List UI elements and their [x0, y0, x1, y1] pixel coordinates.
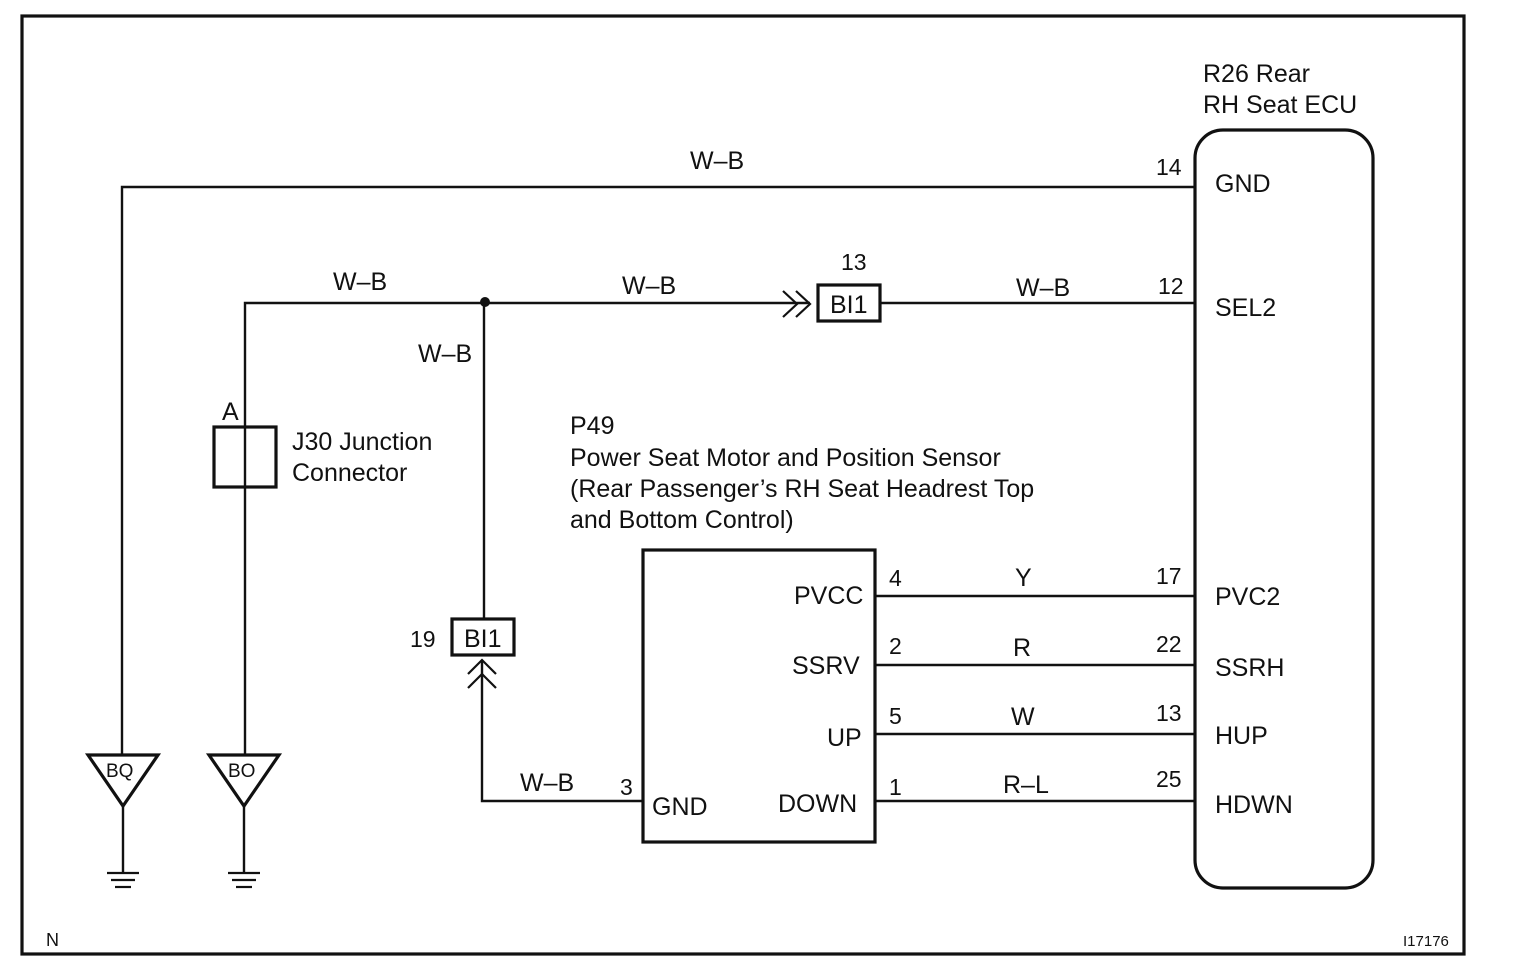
connector-upper-bi1: [816, 283, 882, 323]
motor-pin-gnd: 3: [620, 774, 633, 800]
motor-desc-line1: Power Seat Motor and Position Sensor: [570, 444, 1001, 472]
motor-pin-pvcc: 4: [889, 565, 902, 591]
connector-lower-label: BI1: [464, 625, 502, 653]
ecu-pin-gnd: 14: [1156, 154, 1182, 180]
wire-motor-gnd: [480, 660, 643, 803]
figure-id: I17176: [1403, 933, 1449, 950]
junction-connector-j30: [212, 425, 278, 489]
ecu-terminal-pvc2: PVC2: [1215, 583, 1280, 611]
wire-color-pvcc: Y: [1015, 564, 1032, 592]
connector-upper-arrow-2: [795, 290, 812, 318]
ecu-pin-ssrh: 22: [1156, 631, 1182, 657]
connector-upper-arrow: [782, 290, 799, 318]
ground-bq-label: BQ: [106, 761, 133, 782]
ecu-pin-pvc2: 17: [1156, 563, 1182, 589]
ground-bq-symbol: [84, 753, 162, 809]
motor-pin-down: 1: [889, 774, 902, 800]
ecu-pin-sel2: 12: [1158, 273, 1184, 299]
wire-color-vertical: W–B: [418, 340, 472, 368]
connector-upper-label: BI1: [830, 291, 868, 319]
wire-ecu-gnd: [120, 185, 1195, 755]
motor-terminal-pvcc: PVCC: [794, 582, 863, 610]
wire-color-down: R–L: [1003, 771, 1049, 799]
ecu-pin-hup: 13: [1156, 700, 1182, 726]
wire-color-sel-right: W–B: [1016, 274, 1070, 302]
wire-sel-left: [243, 301, 485, 755]
motor-terminal-down: DOWN: [778, 790, 857, 818]
junction-title-line1: J30 Junction: [292, 428, 432, 456]
ecu-terminal-ssrh: SSRH: [1215, 654, 1284, 682]
motor-block: [641, 548, 877, 844]
corner-label: N: [46, 930, 59, 950]
connector-lower-bi1: [450, 617, 516, 657]
wire-color-up: W: [1011, 703, 1035, 731]
wire-color-sel-mid: W–B: [622, 272, 676, 300]
ecu-block: [1193, 128, 1375, 890]
wire-color-ssrv: R: [1013, 634, 1031, 662]
motor-terminal-up: UP: [827, 724, 862, 752]
motor-pin-ssrv: 2: [889, 633, 902, 659]
motor-terminal-ssrv: SSRV: [792, 652, 860, 680]
ecu-title-line1: R26 Rear: [1203, 60, 1310, 88]
ecu-title-line2: RH Seat ECU: [1203, 91, 1357, 119]
wire-color-motor-gnd: W–B: [520, 769, 574, 797]
junction-terminal: A: [222, 398, 239, 426]
connector-lower-pin: 19: [410, 626, 436, 652]
wire-color-sel-left: W–B: [333, 268, 387, 296]
connector-upper-pin: 13: [841, 249, 867, 275]
splice-point: [480, 297, 490, 307]
ground-bo-symbol: [205, 753, 283, 809]
motor-pin-up: 5: [889, 703, 902, 729]
ground-bo-label: BO: [228, 761, 255, 782]
ecu-terminal-sel2: SEL2: [1215, 294, 1276, 322]
ecu-pin-hdwn: 25: [1156, 766, 1182, 792]
ecu-terminal-hup: HUP: [1215, 722, 1268, 750]
wire-color-gnd-top: W–B: [690, 147, 744, 175]
motor-terminal-gnd: GND: [652, 793, 708, 821]
ecu-terminal-hdwn: HDWN: [1215, 791, 1293, 819]
motor-desc-line3: and Bottom Control): [570, 506, 794, 534]
junction-title-line2: Connector: [292, 459, 407, 487]
ecu-terminal-gnd: GND: [1215, 170, 1271, 198]
diagram-frame: [20, 14, 1466, 956]
motor-desc-line2: (Rear Passenger’s RH Seat Headrest Top: [570, 475, 1034, 503]
motor-code: P49: [570, 412, 614, 440]
